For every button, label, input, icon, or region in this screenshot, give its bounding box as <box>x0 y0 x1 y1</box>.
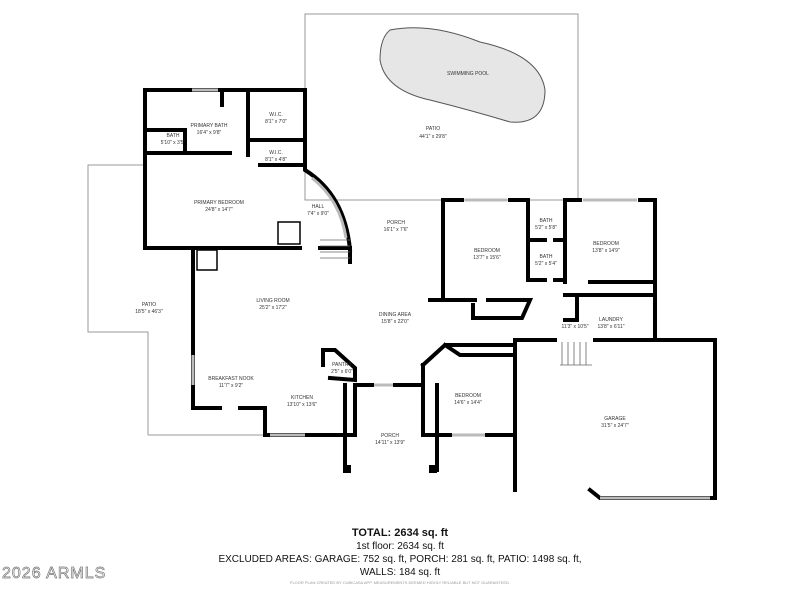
room-name: PATIO <box>426 126 440 132</box>
room-dim: 44'1" x 29'8" <box>419 134 447 140</box>
room-name: DINING AREA <box>379 312 412 318</box>
room-name: BEDROOM <box>455 393 481 399</box>
room-name: BEDROOM <box>474 248 500 254</box>
room-dim: 18'5" x 46'3" <box>135 309 163 315</box>
room-dim: 16'1" x 7'6" <box>384 227 409 233</box>
room-name: W.I.C. <box>269 150 283 156</box>
room-dim: 5'10" x 3'5" <box>161 140 186 146</box>
room-name: GARAGE <box>604 416 626 422</box>
room-dim: 15'8" x 22'0" <box>381 319 409 325</box>
room-name: KITCHEN <box>291 395 313 401</box>
room-dim: 13'8" x 6'11" <box>597 324 624 330</box>
side-patio-outline <box>87 164 149 435</box>
floor-area: 1st floor: 2634 sq. ft <box>356 541 444 552</box>
room-labels: SWIMMING POOL PATIO 44'1" x 29'8" PRIMAR… <box>135 71 629 446</box>
room-name: BATH <box>540 254 553 260</box>
room-dim: 8'1" x 7'0" <box>265 119 287 125</box>
room-dim: 7'4" x 9'0" <box>307 211 329 217</box>
room-dim: 25'2" x 17'2" <box>259 305 287 311</box>
room-dim: 13'8" x 14'9" <box>592 248 620 254</box>
room-name: PORCH <box>387 220 405 226</box>
room-name: PATIO <box>142 302 156 308</box>
room-dim: 11'7" x 9'2" <box>219 383 243 389</box>
room-name: PORCH <box>381 433 399 439</box>
room-dim: 5'2" x 5'8" <box>535 225 557 231</box>
room-dim: 5'2" x 5'4" <box>535 261 557 267</box>
excluded-areas: EXCLUDED AREAS: GARAGE: 752 sq. ft, PORC… <box>218 554 582 565</box>
room-dim: 14'6" x 14'4" <box>454 400 482 406</box>
room-name: BATH <box>540 218 553 224</box>
room-name: SWIMMING POOL <box>447 71 489 77</box>
room-name: HALL <box>312 204 325 210</box>
watermark: 2026 ARMLS <box>2 565 107 583</box>
room-name: LAUNDRY <box>599 317 623 323</box>
room-dim: 14'11" x 13'9" <box>375 440 405 446</box>
room-dim: 8'1" x 4'8" <box>265 157 287 163</box>
room-dim: 2'5" x 6'0" <box>331 369 353 375</box>
room-name: PRIMARY BEDROOM <box>194 200 244 206</box>
room-dim: 24'8" x 14'7" <box>205 207 233 213</box>
room-dim: 13'7" x 15'6" <box>473 255 501 261</box>
room-name: W.I.C. <box>269 112 283 118</box>
room-name: BREAKFAST NOOK <box>208 376 254 382</box>
room-name: PANTRY <box>332 362 352 368</box>
room-name: BEDROOM <box>593 241 619 247</box>
room-dim: 31'5" x 24'7" <box>601 423 629 429</box>
swimming-pool <box>379 27 546 123</box>
room-dim: 11'3" x 10'5" <box>561 324 588 330</box>
total-area: TOTAL: 2634 sq. ft <box>351 527 449 539</box>
credit-note: FLOOR PLAN CREATED BY CUBICASA APP. MEAS… <box>290 580 510 585</box>
room-name: BATH <box>167 133 180 139</box>
room-dim: 13'10" x 13'6" <box>287 402 317 408</box>
wall <box>143 88 353 253</box>
walls-area: WALLS: 184 sq. ft <box>359 567 441 578</box>
room-dim: 16'4" x 9'8" <box>197 130 222 136</box>
room-name: PRIMARY BATH <box>191 123 228 129</box>
room-name: LIVING ROOM <box>256 298 289 304</box>
